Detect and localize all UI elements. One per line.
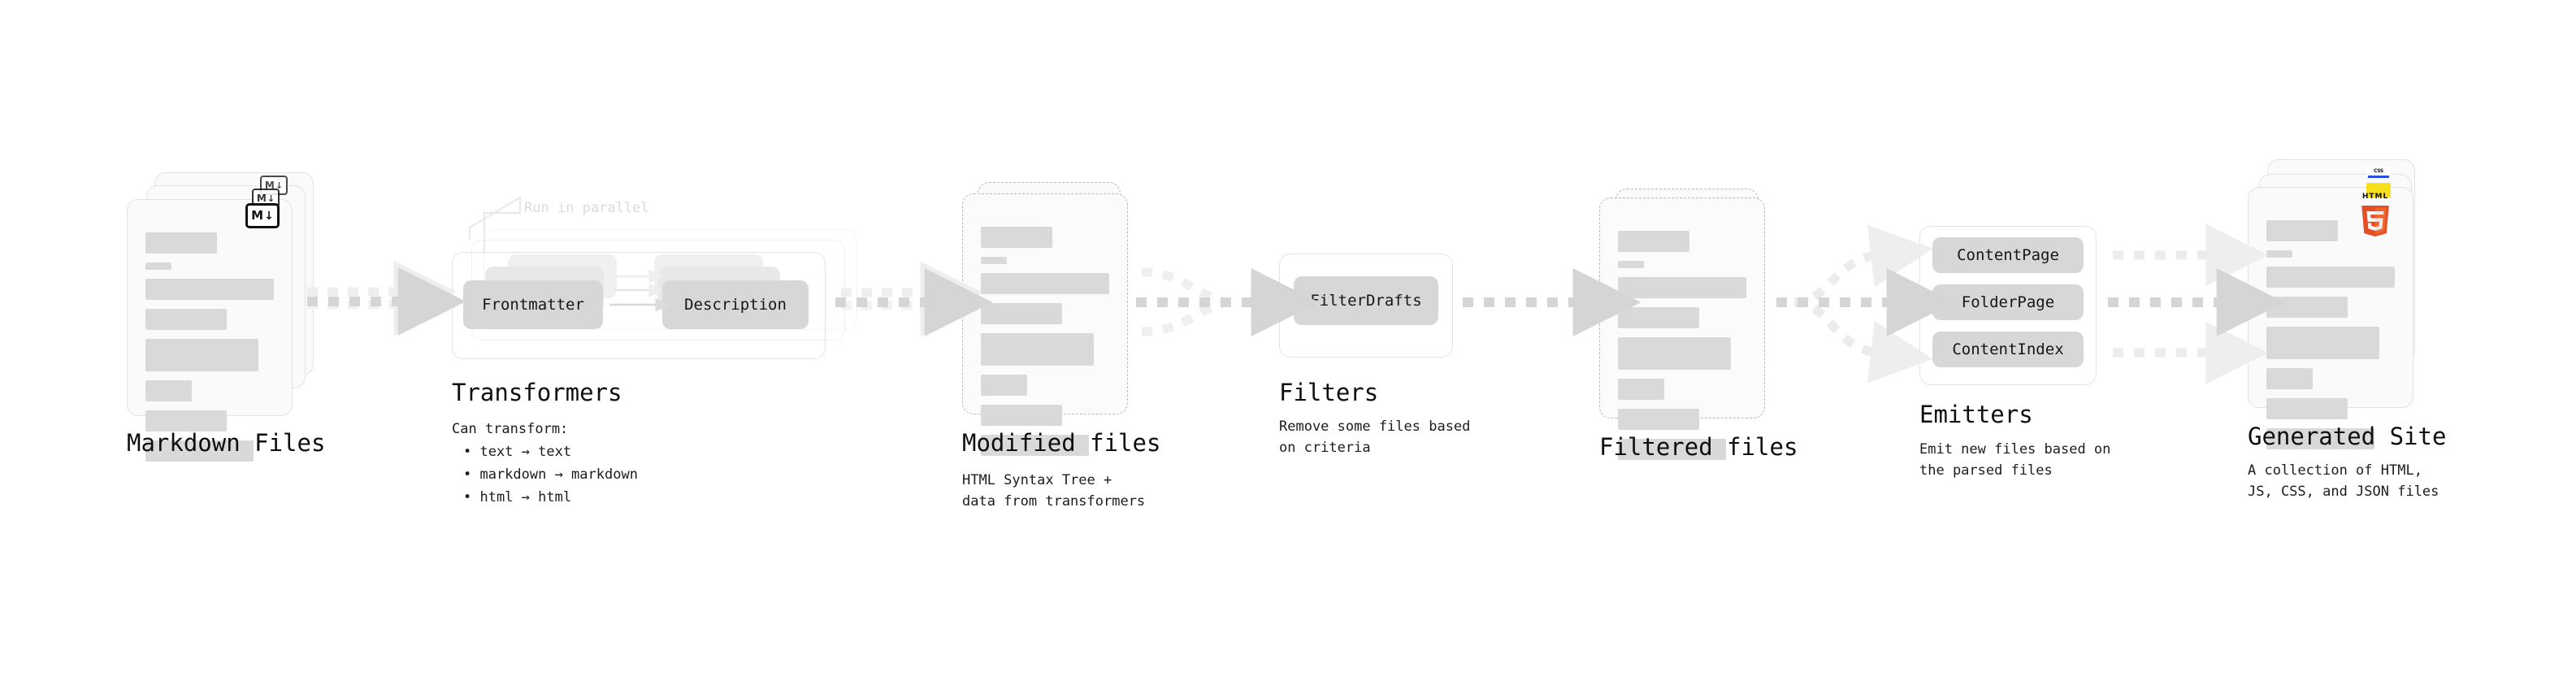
stage-title-generated-site: Generated Site <box>2248 423 2447 450</box>
transformers-bullet-0: • text → text <box>463 444 572 460</box>
emitter-chip-folderpage[interactable]: FolderPage <box>1932 284 2084 320</box>
stage-title-markdown-files: Markdown Files <box>127 429 326 457</box>
filtered-file-card-front <box>1599 197 1765 460</box>
markdown-logo-arrow: ↓ <box>267 193 275 204</box>
js-badge-icon <box>2366 183 2391 197</box>
connector-modified-to-filters <box>1136 267 1320 336</box>
css-badge-label: CSS <box>2374 168 2383 174</box>
transformers-subtitle: Can transform: <box>452 421 569 437</box>
html5-logo-icon: HTML <box>2354 193 2396 241</box>
generated-site-subtitle: A collection of HTML, JS, CSS, and JSON … <box>2248 462 2439 501</box>
markdown-logo-icon: M ↓ <box>245 203 280 228</box>
emitter-chip-contentindex[interactable]: ContentIndex <box>1932 332 2084 367</box>
css-badge-icon: CSS <box>2366 167 2391 178</box>
stage-title-emitters: Emitters <box>1919 401 2033 428</box>
modified-files-subtitle: HTML Syntax Tree + data from transformer… <box>962 472 1146 510</box>
markdown-logo-letter: M <box>256 193 267 204</box>
connector-filtered-to-emitters <box>1776 224 1955 384</box>
filters-subtitle: Remove some files based on criteria <box>1279 419 1471 457</box>
markdown-logo-arrow: ↓ <box>275 180 284 191</box>
transformer-chip-frontmatter[interactable]: Frontmatter <box>463 280 603 329</box>
html5-shield-svg <box>2361 206 2389 236</box>
stage-title-filtered-files: Filtered files <box>1599 433 1798 461</box>
stage-title-modified-files: Modified files <box>962 429 1161 457</box>
markdown-logo-letter: M <box>264 180 275 191</box>
transformer-group-back <box>484 229 857 330</box>
transformers-parallel-annotation: Run in parallel <box>524 200 649 216</box>
html5-logo-wordmark: HTML <box>2361 193 2389 201</box>
file-content-lines <box>981 227 1109 465</box>
transformer-chip-description[interactable]: Description <box>662 280 809 329</box>
connector-emitters-to-site <box>2108 223 2285 384</box>
stage-title-transformers: Transformers <box>452 379 622 406</box>
transformers-bullet-1: • markdown → markdown <box>463 466 638 483</box>
filter-chip-filterdrafts[interactable]: FilterDrafts <box>1294 276 1438 325</box>
emitter-chip-contentpage[interactable]: ContentPage <box>1932 237 2084 273</box>
markdown-logo-arrow: ↓ <box>264 209 274 223</box>
stage-title-filters: Filters <box>1279 379 1379 406</box>
transformers-bullet-2: • html → html <box>463 489 572 505</box>
connector-markdown-to-transformers <box>307 260 466 336</box>
markdown-logo-letter: M <box>251 208 264 223</box>
markdown-file-card-front <box>127 199 293 462</box>
modified-file-card-front <box>962 193 1128 456</box>
file-content-lines <box>145 232 274 471</box>
emitters-subtitle: Emit new files based on the parsed files <box>1919 441 2111 479</box>
css-badge-underline <box>2368 176 2389 178</box>
